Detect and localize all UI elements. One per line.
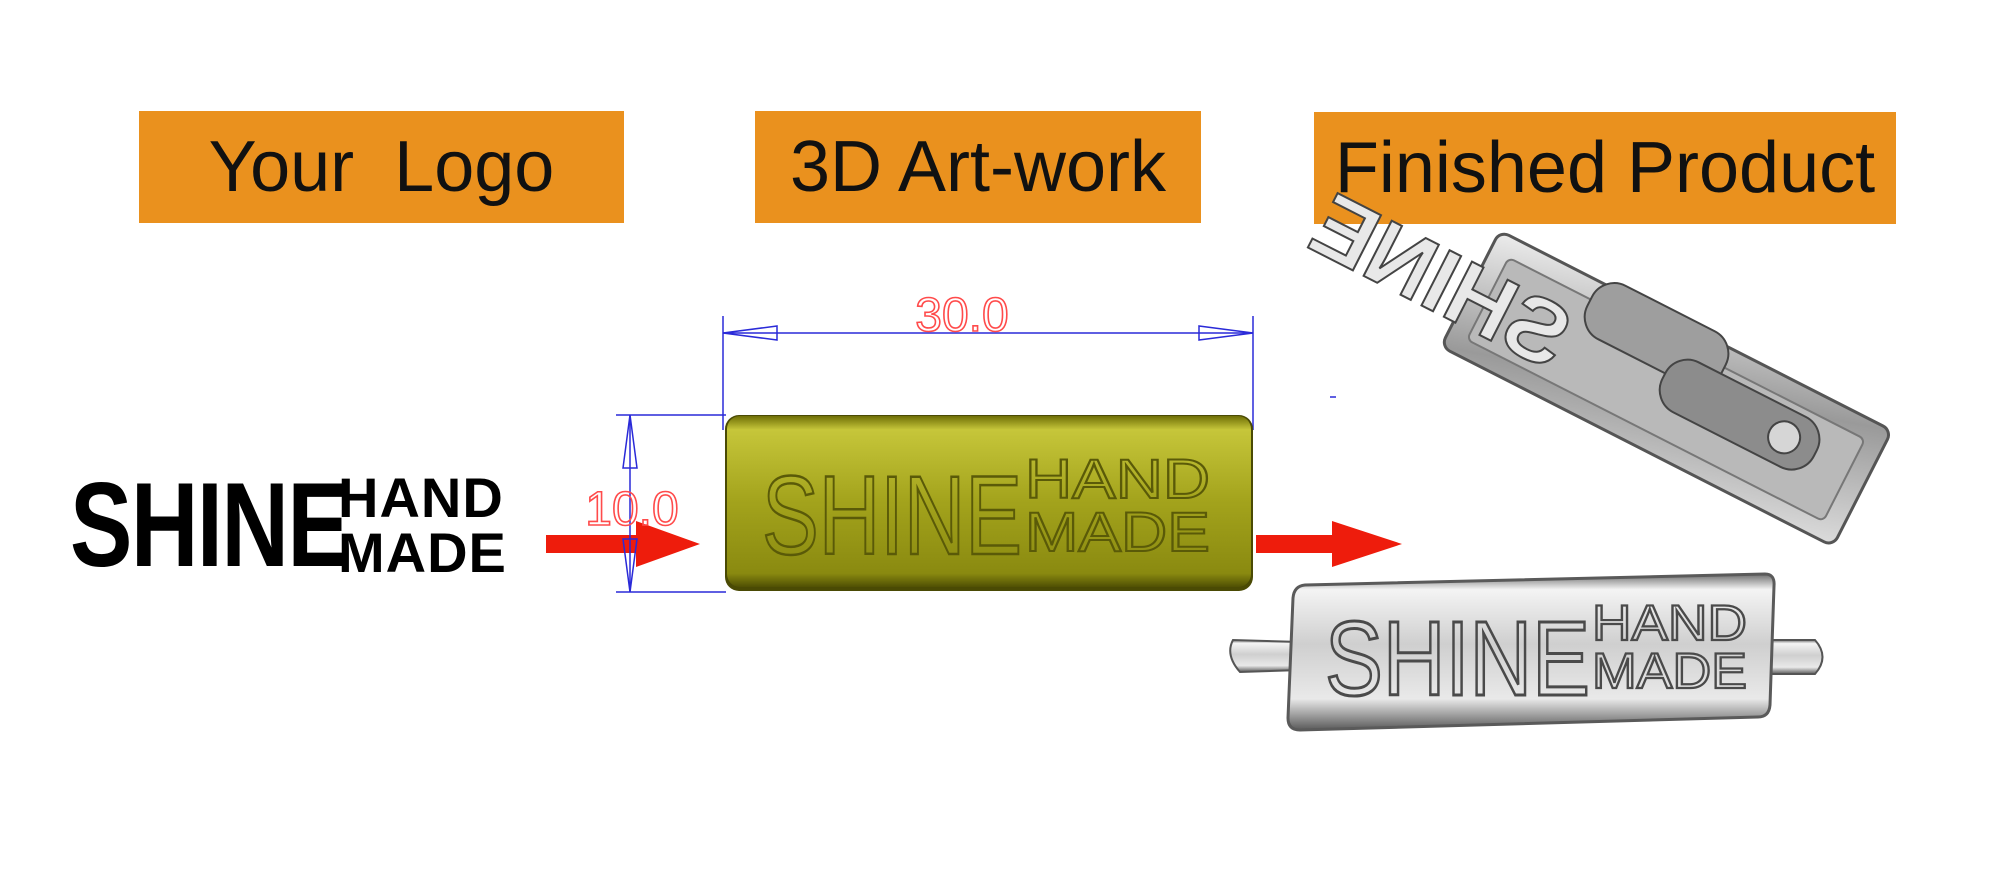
logo-bottom-text: MADE bbox=[338, 521, 507, 584]
dimension-lines bbox=[616, 316, 1336, 593]
artwork-main-text: SHINE bbox=[762, 453, 1022, 578]
height-dimension-label: 10.0 bbox=[585, 483, 678, 536]
svg-text:SHINE: SHINE bbox=[1296, 175, 1586, 389]
your-logo-banner: Your Logo bbox=[139, 111, 624, 223]
finished-product-front: SHINE HAND MADE bbox=[1229, 572, 1824, 732]
finished-product-back: SHINE bbox=[1295, 174, 1891, 545]
artwork-bottom-text: MADE bbox=[1025, 500, 1210, 563]
art-work-banner: 3D Art-work bbox=[755, 111, 1201, 223]
arrow-logo-to-artwork bbox=[546, 521, 700, 567]
artwork-top-text: HAND bbox=[1025, 447, 1210, 510]
product-bottom-text: MADE bbox=[1592, 643, 1747, 699]
product-main-text: SHINE bbox=[1325, 600, 1590, 718]
artwork-plate: SHINE HAND MADE bbox=[725, 415, 1253, 591]
finished-product-banner: Finished Product bbox=[1314, 112, 1896, 224]
logo-top-text: HAND bbox=[338, 466, 504, 529]
arrow-artwork-to-product bbox=[1256, 521, 1402, 567]
logo-side-text: HAND MADE bbox=[338, 465, 507, 585]
original-logo: SHINE HAND MADE bbox=[70, 465, 507, 585]
product-top-text: HAND bbox=[1592, 595, 1747, 651]
width-dimension-label: 30.0 bbox=[915, 289, 1008, 342]
